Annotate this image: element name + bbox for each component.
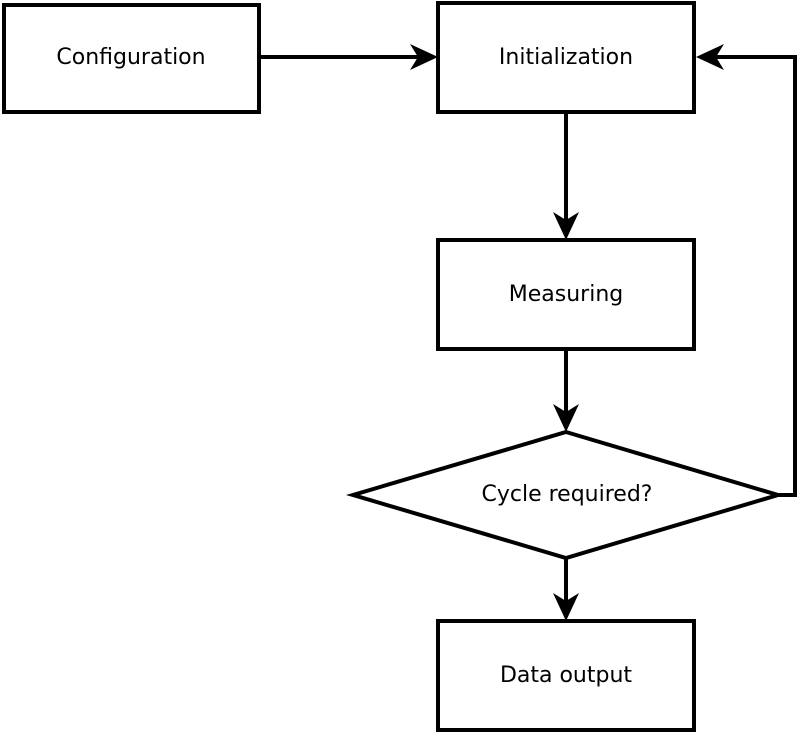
- node-configuration[interactable]: Configuration: [2, 3, 261, 114]
- configuration-label: Configuration: [56, 45, 205, 70]
- edge-measuring-to-cycle-required: [553, 349, 579, 432]
- configuration-box[interactable]: [2, 3, 261, 114]
- node-data-output[interactable]: Data output: [436, 619, 696, 732]
- measuring-label: Measuring: [509, 282, 623, 307]
- arrowhead-cycle-init-loop: [696, 44, 724, 70]
- node-cycle-required[interactable]: Cycle required?: [345, 429, 786, 561]
- arrowhead-cycle-output: [553, 593, 579, 621]
- initialization-box[interactable]: [436, 1, 696, 114]
- cycle-required-diamond[interactable]: [345, 429, 786, 561]
- edge-cycle-required-to-initialization-loop: [696, 44, 797, 497]
- edge-line-cycle-init-loop: [712, 55, 797, 497]
- edge-cycle-required-to-data-output: [553, 558, 579, 621]
- arrowhead-init-measuring: [553, 212, 579, 240]
- data-output-box[interactable]: [436, 619, 696, 732]
- node-initialization[interactable]: Initialization: [436, 1, 696, 114]
- data-output-label: Data output: [500, 663, 632, 688]
- initialization-label: Initialization: [499, 45, 633, 70]
- arrowhead-config-init: [410, 44, 438, 70]
- measuring-box[interactable]: [436, 238, 696, 351]
- node-measuring[interactable]: Measuring: [436, 238, 696, 351]
- edge-configuration-to-initialization: [259, 44, 438, 70]
- cycle-required-label: Cycle required?: [482, 482, 653, 507]
- arrowhead-measuring-cycle: [553, 404, 579, 432]
- edge-initialization-to-measuring: [553, 112, 579, 240]
